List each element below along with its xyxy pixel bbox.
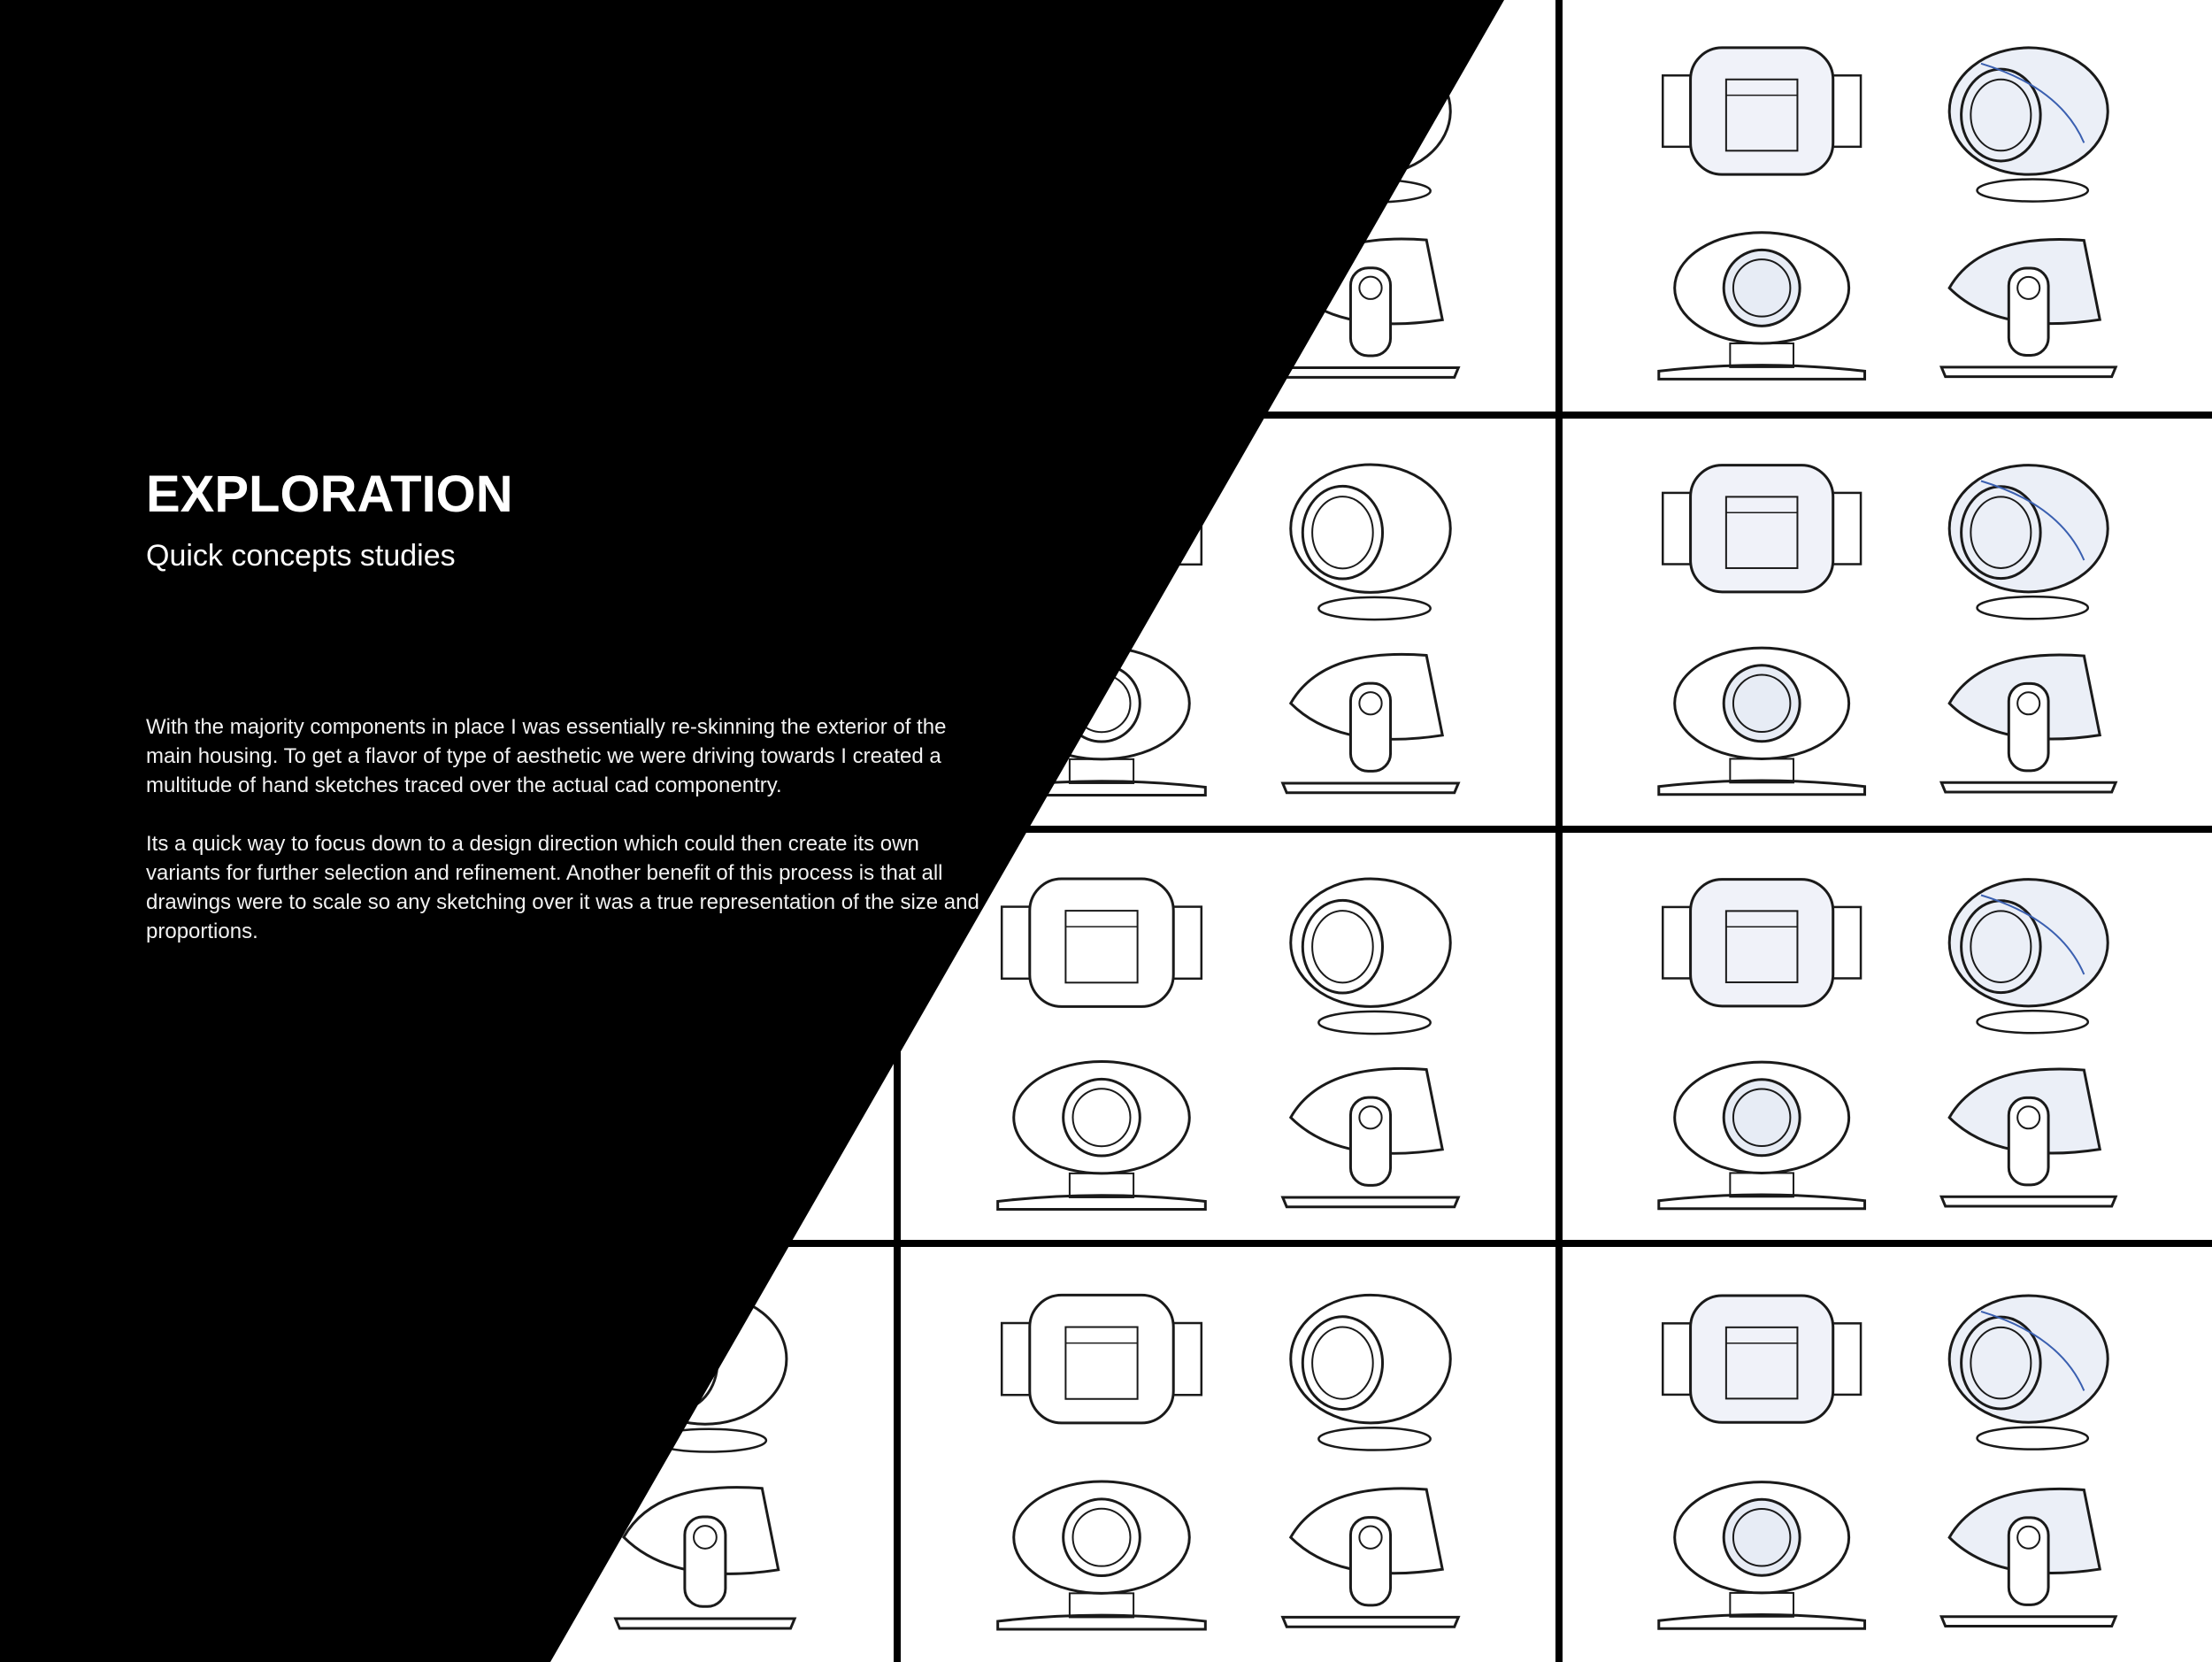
sketch-panel <box>901 419 1555 826</box>
sketch-panel <box>0 1247 894 1662</box>
page-title: EXPLORATION <box>146 466 513 523</box>
sketch-panel <box>901 1247 1555 1662</box>
camera-sketch-icon <box>328 45 798 382</box>
camera-sketch-icon <box>996 877 1461 1211</box>
sketch-panel <box>1563 833 2212 1240</box>
camera-sketch-icon <box>1657 46 2118 381</box>
text-panel: EXPLORATION Quick concepts studies With … <box>146 469 995 946</box>
sketch-panel <box>1563 419 2212 826</box>
camera-sketch-icon <box>1657 878 2118 1211</box>
sketch-panel <box>1563 1247 2212 1662</box>
camera-sketch-icon <box>996 463 1461 796</box>
camera-sketch-icon <box>323 1292 797 1633</box>
sketch-panel <box>1563 0 2212 412</box>
camera-sketch-icon <box>996 1293 1461 1631</box>
sketch-panel <box>901 833 1555 1240</box>
body-paragraph: Its a quick way to focus down to a desig… <box>146 832 979 944</box>
camera-sketch-icon <box>996 45 1461 381</box>
body-paragraph: With the majority components in place I … <box>146 715 947 798</box>
sketch-panel <box>901 0 1555 412</box>
camera-sketch-icon <box>1657 1294 2118 1630</box>
sketch-panel <box>0 0 894 412</box>
camera-sketch-icon <box>1657 464 2118 796</box>
page-subtitle: Quick concepts studies <box>146 539 456 573</box>
